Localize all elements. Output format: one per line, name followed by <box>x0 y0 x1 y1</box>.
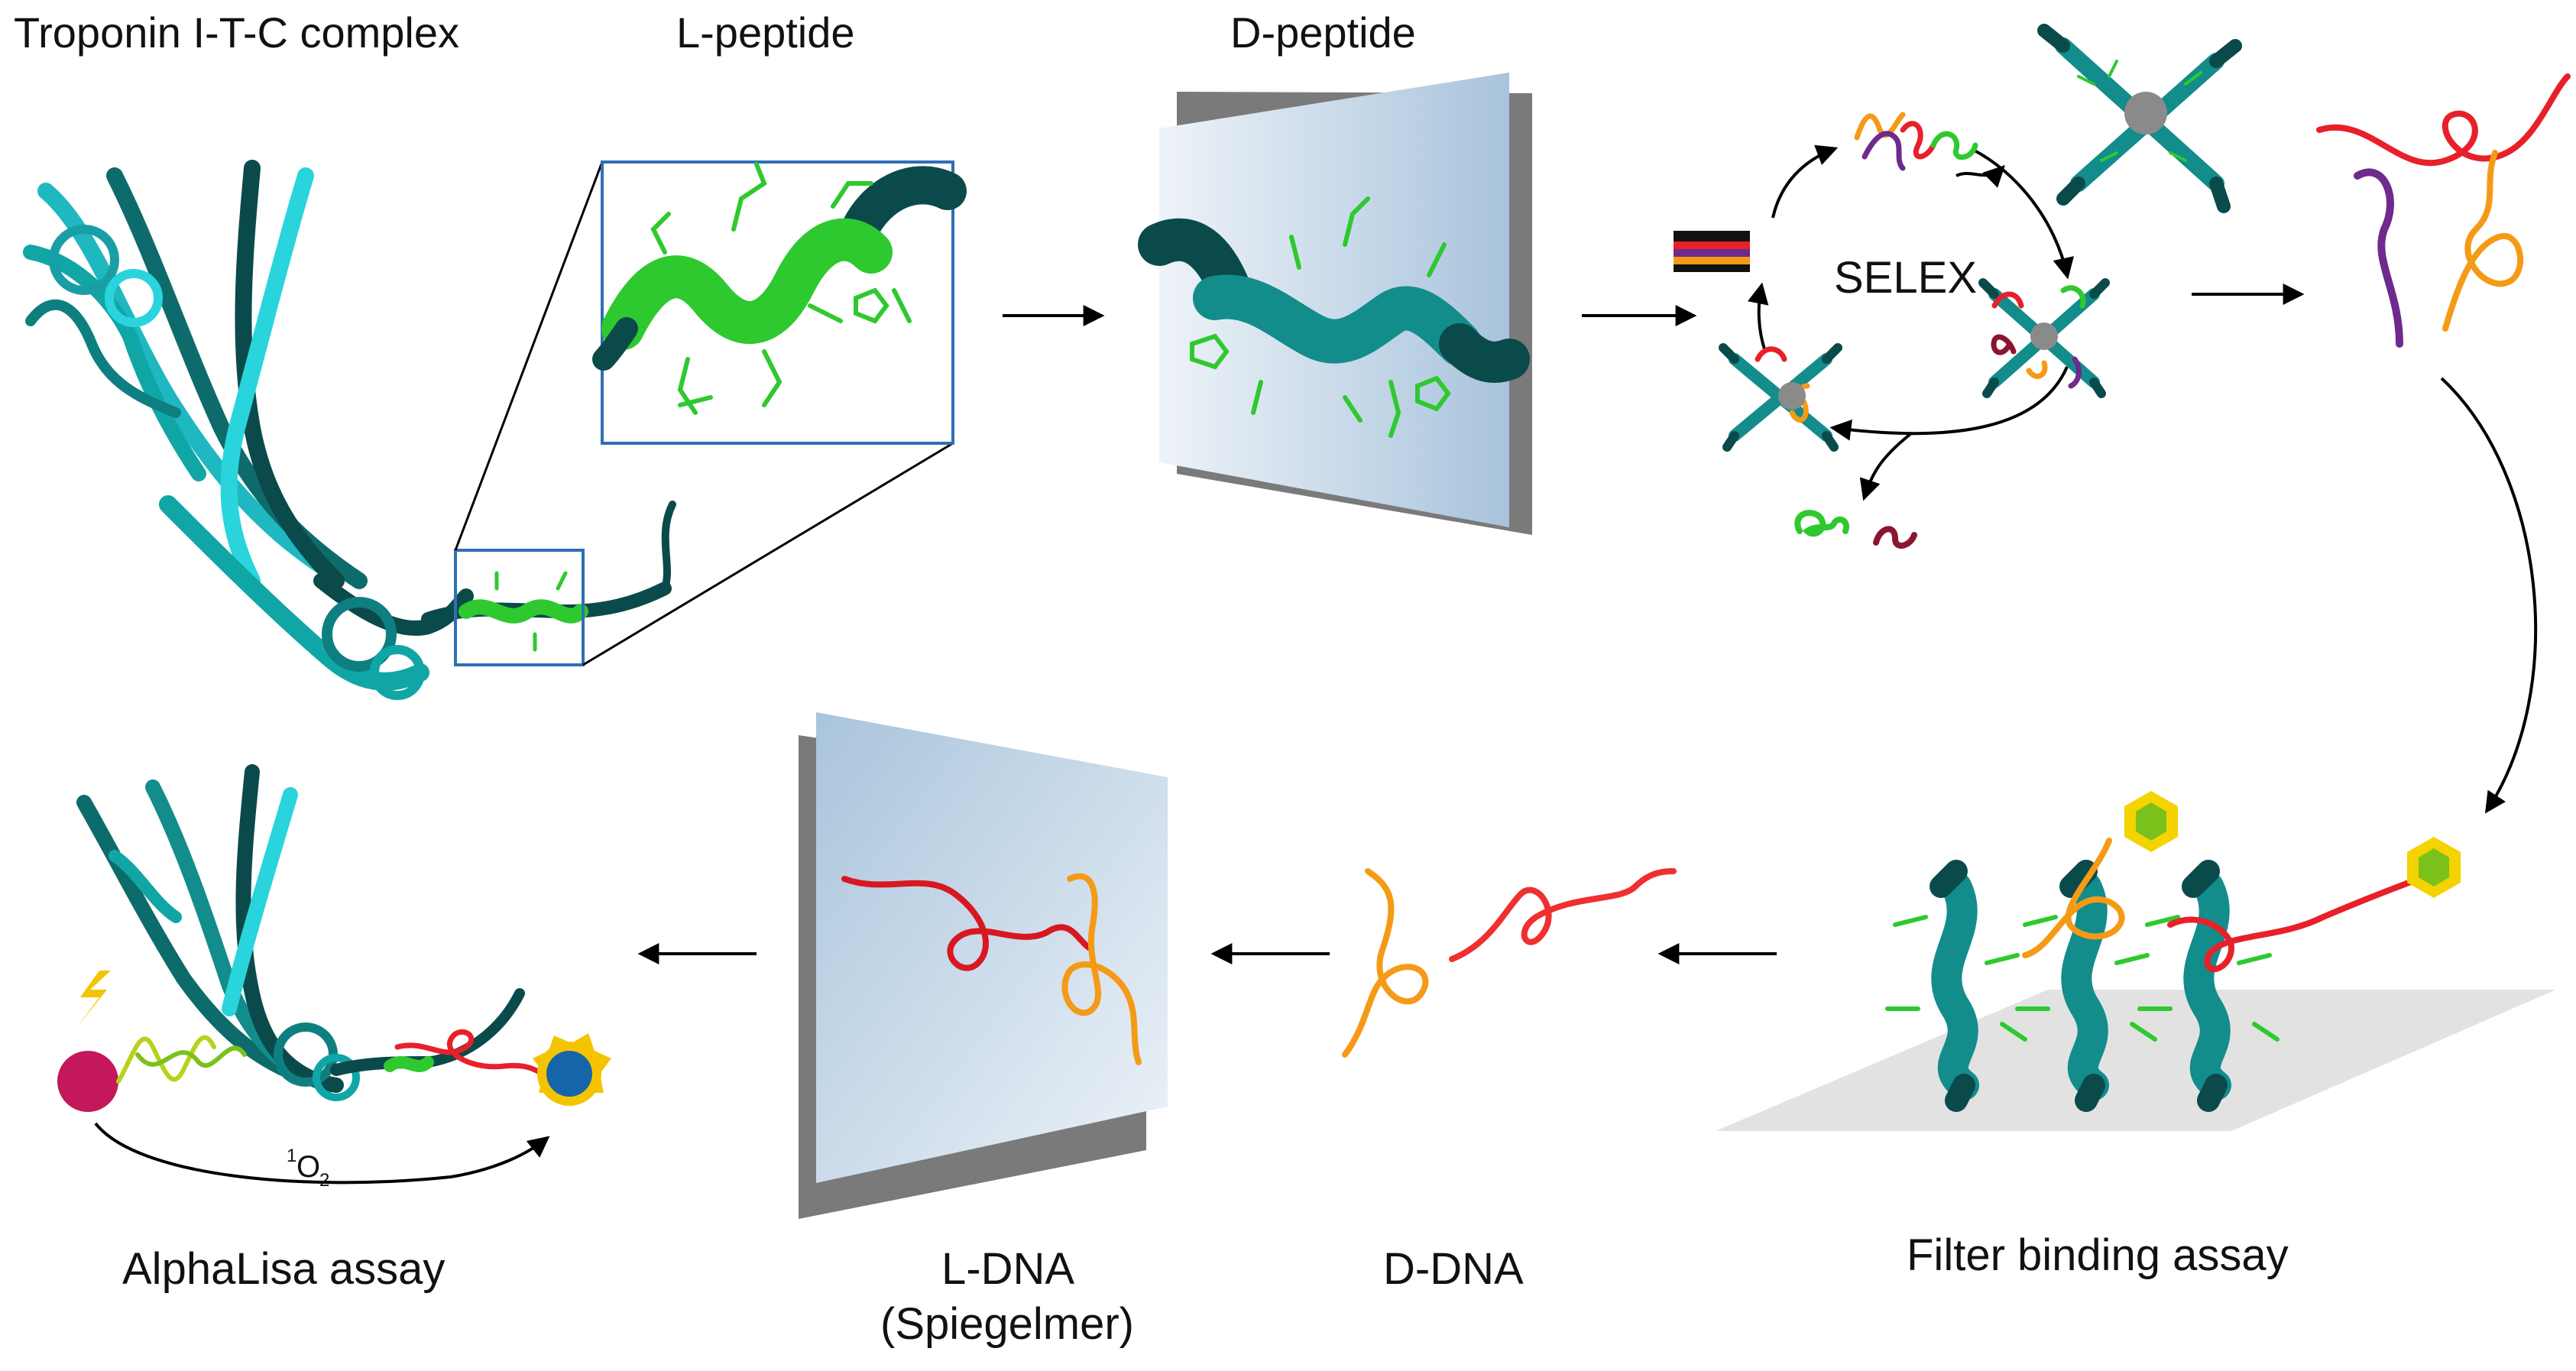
zoom-line-top <box>454 161 604 551</box>
zoom-source-box <box>454 549 585 666</box>
selex-label: SELEX <box>1834 253 1977 303</box>
l-peptide-panel <box>592 160 967 445</box>
filter-binding-assay <box>1716 791 2556 1131</box>
alphalisa-assay: 1 O 2 <box>57 764 611 1191</box>
l-dna-label: L-DNA <box>941 1244 1074 1294</box>
lightning-icon <box>76 971 111 1028</box>
selex-target-bead-left <box>1719 343 1842 452</box>
selex-target-bead-right <box>1978 278 2110 398</box>
zoom-line-bottom <box>582 442 954 666</box>
selex-discarded-aptamers <box>1794 510 1917 549</box>
d-peptide-mirror <box>1138 73 1532 535</box>
singlet-oxygen-superscript: 1 <box>287 1146 296 1166</box>
selex-target-bead-top <box>2037 24 2242 213</box>
singlet-oxygen-arrow <box>94 1122 550 1185</box>
selex-library-stack <box>1674 231 1750 272</box>
fluorescent-label-left <box>2124 791 2178 852</box>
singlet-oxygen-subscript: 2 <box>319 1170 329 1191</box>
selex-cycle: SELEX <box>1674 24 2242 549</box>
d-dna-label: D-DNA <box>1383 1244 1524 1294</box>
alphalisa-troponin-structure <box>76 764 546 1101</box>
donor-linker <box>116 1035 247 1084</box>
fluorescent-label-right <box>2407 837 2461 898</box>
selected-aptamers <box>2316 73 2571 348</box>
donor-bead <box>57 1051 118 1112</box>
selex-aptamer-pool <box>1854 112 1978 171</box>
l-dna-mirror <box>799 712 1168 1219</box>
filter-binding-label: Filter binding assay <box>1907 1230 2289 1280</box>
l-peptide-label: L-peptide <box>676 8 855 57</box>
d-dna-aptamer <box>1342 868 1677 1058</box>
troponin-peptide-segment <box>458 571 588 652</box>
singlet-oxygen-o: O <box>296 1150 320 1184</box>
spiegelmer-label: (Spiegelmer) <box>880 1299 1134 1349</box>
acceptor-bead <box>533 1033 611 1107</box>
alphalisa-label: AlphaLisa assay <box>122 1244 445 1294</box>
arrow-to-filter-binding <box>2440 377 2538 814</box>
troponin-label: Troponin I-T-C complex <box>14 8 459 57</box>
d-peptide-label: D-peptide <box>1230 8 1416 57</box>
